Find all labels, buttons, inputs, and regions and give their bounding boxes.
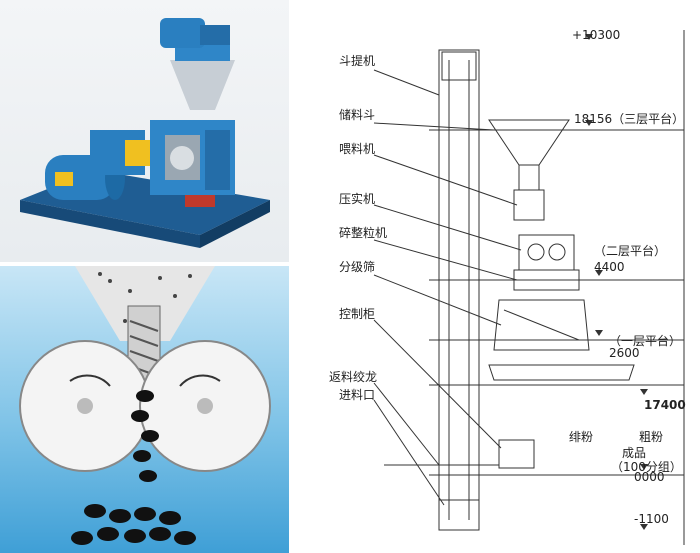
roller-compaction-illustration [19, 266, 271, 545]
label-output-coarse: 粗粉 [639, 430, 664, 444]
elevation-pit: -1100 [634, 512, 669, 526]
elevation-second-platform-value: 4400 [594, 260, 625, 274]
compactor-machine-illustration [20, 18, 270, 248]
elevation-first-platform-value: 2600 [609, 346, 640, 360]
elevation-screen-level: 17400 [644, 398, 686, 412]
elevation-top: +10300 [572, 28, 621, 42]
elevation-first-platform-label: （一层平台） [609, 334, 682, 348]
label-storage-hopper: 储料斗 [339, 108, 376, 122]
line-drawing [373, 30, 685, 545]
label-output-product-group: （100分组） [611, 460, 682, 474]
label-bucket-elevator: 斗提机 [339, 54, 376, 68]
label-feed-inlet: 进料口 [339, 388, 376, 402]
elevation-third-platform: 18156（三层平台） [574, 112, 685, 126]
roller-schematic [0, 266, 289, 553]
label-return-auger: 返料绞龙 [329, 370, 378, 384]
label-control-cabinet: 控制柜 [339, 307, 376, 321]
elevation-second-platform-label: （二层平台） [594, 244, 667, 258]
label-output-product: 成品 [622, 446, 647, 460]
process-flow-diagram: 斗提机 储料斗 喂料机 压实机 碎整粒机 分级筛 控制柜 返料绞龙 进料口 +1… [289, 0, 700, 553]
machine-photo [0, 0, 289, 262]
label-compactor: 压实机 [339, 192, 376, 206]
label-granulator: 碎整粒机 [339, 226, 388, 240]
label-output-fine: 绯粉 [569, 430, 594, 444]
elevation-ground: 0000 [634, 470, 665, 484]
label-feeder: 喂料机 [339, 142, 376, 156]
label-screen: 分级筛 [339, 260, 376, 274]
